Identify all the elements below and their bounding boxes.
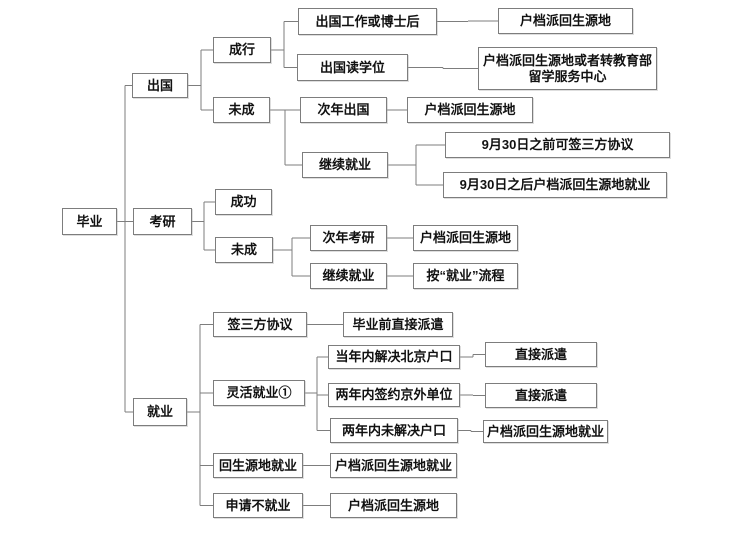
node-houhudang: 9月30日之后户档派回生源地就业 [443, 172, 667, 198]
node-zhijie1: 直接派遣 [485, 342, 597, 367]
node-biye: 毕业 [62, 208, 117, 235]
node-cinianchuguo: 次年出国 [300, 97, 387, 123]
node-jixujiuye1: 继续就业 [302, 152, 388, 178]
node-chuguo: 出国 [132, 73, 188, 98]
node-hudang7: 户档派回生源地 [330, 493, 457, 518]
node-liangnianwei: 两年内未解决户口 [330, 418, 458, 443]
node-huishengyuandi: 回生源地就业 [213, 453, 303, 478]
node-qiansanfang: 签三方协议 [213, 312, 307, 337]
node-anjiuye: 按“就业”流程 [413, 263, 518, 289]
node-hudang2: 户档派回生源地或者转教育部 留学服务中心 [478, 47, 657, 90]
node-hudang3: 户档派回生源地 [407, 97, 533, 123]
node-gongzuo: 出国工作或博士后 [298, 8, 437, 35]
node-weicheng2: 未成 [215, 237, 273, 263]
node-biyeqian: 毕业前直接派遣 [343, 312, 453, 337]
node-duxuewei: 出国读学位 [297, 54, 408, 81]
node-shenqing: 申请不就业 [213, 493, 303, 518]
node-hudang6: 户档派回生源地就业 [330, 453, 457, 478]
node-liangnianqian: 两年内签约京外单位 [328, 383, 460, 407]
node-hudang4: 户档派回生源地 [413, 225, 518, 251]
node-chengxing: 成行 [213, 37, 271, 63]
node-kaoyan: 考研 [133, 208, 192, 235]
node-qianxieyi: 9月30日之前可签三方协议 [445, 132, 670, 158]
node-dangnian: 当年内解决北京户口 [328, 345, 460, 369]
node-jiuye: 就业 [133, 398, 187, 426]
node-zhijie2: 直接派遣 [485, 383, 597, 408]
node-hudang1: 户档派回生源地 [498, 8, 633, 34]
node-ciniankaoyan: 次年考研 [310, 225, 387, 251]
node-linghuo: 灵活就业① [213, 380, 305, 406]
node-hudang5: 户档派回生源地就业 [483, 420, 608, 443]
node-chenggong: 成功 [215, 189, 272, 215]
node-jixujiuye2: 继续就业 [310, 263, 387, 289]
node-weicheng1: 未成 [213, 97, 270, 123]
